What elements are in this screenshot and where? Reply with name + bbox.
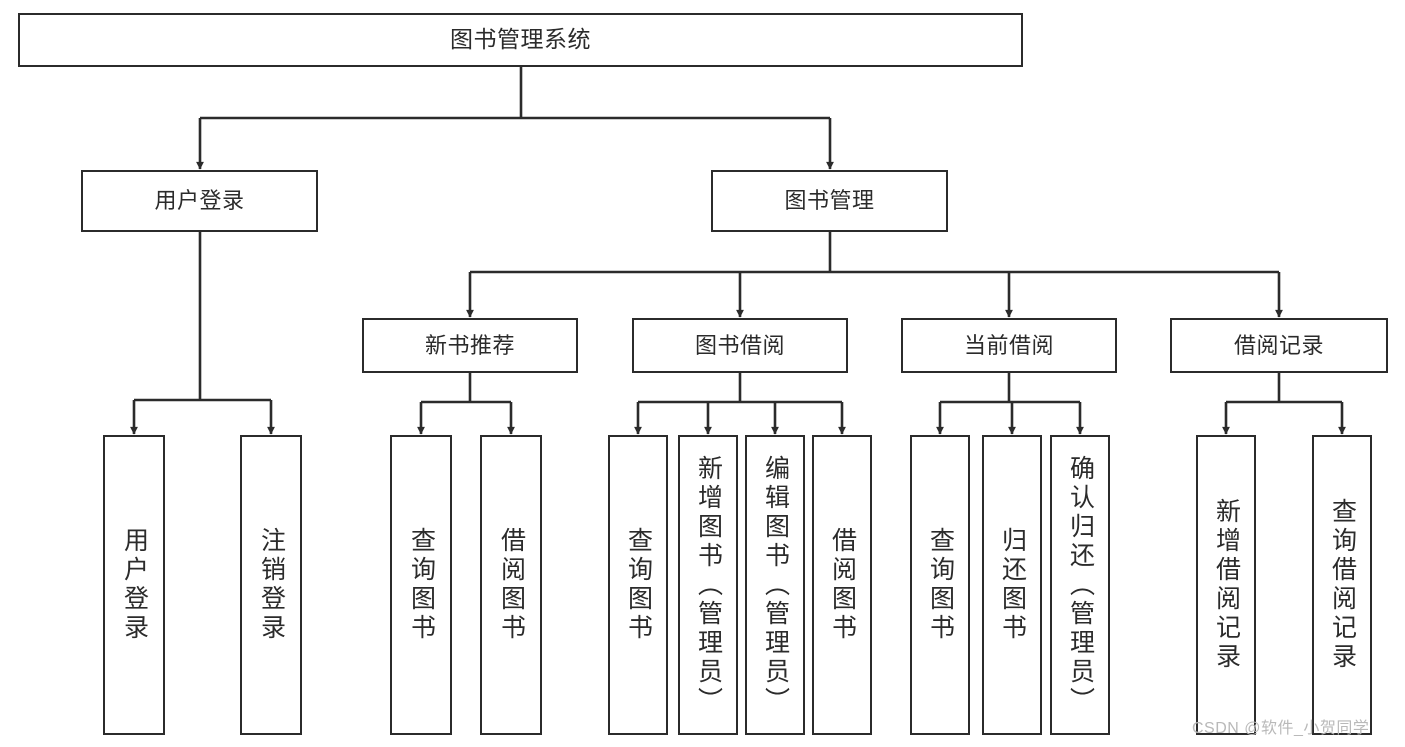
node-label: 注销登录 bbox=[257, 527, 286, 643]
watermark-text: CSDN @软件_小贺同学 bbox=[1192, 720, 1370, 737]
node-leaf-login-1[interactable]: 用户登录 bbox=[103, 435, 165, 735]
node-leaf-bor-1[interactable]: 查询图书 bbox=[608, 435, 668, 735]
node-label: 用户登录 bbox=[154, 188, 245, 214]
node-leaf-bor-2[interactable]: 新增图书（管理员） bbox=[678, 435, 738, 735]
node-label: 借阅记录 bbox=[1233, 332, 1324, 358]
node-login[interactable]: 用户登录 bbox=[81, 170, 318, 232]
node-label: 查询借阅记录 bbox=[1328, 498, 1357, 672]
node-label: 当前借阅 bbox=[963, 332, 1054, 358]
edge-group bbox=[130, 67, 1346, 435]
node-leaf-new-2[interactable]: 借阅图书 bbox=[480, 435, 542, 735]
node-label: 查询图书 bbox=[407, 527, 436, 643]
node-records[interactable]: 借阅记录 bbox=[1170, 318, 1388, 373]
node-label: 编辑图书（管理员） bbox=[761, 454, 790, 716]
node-label: 图书管理系统 bbox=[450, 26, 591, 53]
node-leaf-login-2[interactable]: 注销登录 bbox=[240, 435, 302, 735]
node-newbook[interactable]: 新书推荐 bbox=[362, 318, 578, 373]
node-leaf-bor-3[interactable]: 编辑图书（管理员） bbox=[745, 435, 805, 735]
node-label: 新增借阅记录 bbox=[1212, 498, 1241, 672]
node-label: 归还图书 bbox=[998, 527, 1027, 643]
node-label: 图书管理 bbox=[784, 188, 875, 214]
node-leaf-rec-2[interactable]: 查询借阅记录 bbox=[1312, 435, 1372, 735]
node-label: 查询图书 bbox=[926, 527, 955, 643]
node-label: 借阅图书 bbox=[828, 527, 857, 643]
node-label: 用户登录 bbox=[120, 527, 149, 643]
node-label: 新增图书（管理员） bbox=[694, 454, 723, 716]
node-leaf-new-1[interactable]: 查询图书 bbox=[390, 435, 452, 735]
node-label: 查询图书 bbox=[624, 527, 653, 643]
node-leaf-bor-4[interactable]: 借阅图书 bbox=[812, 435, 872, 735]
node-borrow[interactable]: 图书借阅 bbox=[632, 318, 848, 373]
node-label: 图书借阅 bbox=[694, 332, 785, 358]
node-leaf-rec-1[interactable]: 新增借阅记录 bbox=[1196, 435, 1256, 735]
node-current[interactable]: 当前借阅 bbox=[901, 318, 1117, 373]
node-leaf-cur-2[interactable]: 归还图书 bbox=[982, 435, 1042, 735]
node-bookmgmt[interactable]: 图书管理 bbox=[711, 170, 948, 232]
node-label: 借阅图书 bbox=[497, 527, 526, 643]
node-leaf-cur-3[interactable]: 确认归还（管理员） bbox=[1050, 435, 1110, 735]
node-label: 确认归还（管理员） bbox=[1066, 454, 1095, 716]
node-label: 新书推荐 bbox=[424, 332, 515, 358]
node-leaf-cur-1[interactable]: 查询图书 bbox=[910, 435, 970, 735]
node-root[interactable]: 图书管理系统 bbox=[18, 13, 1023, 67]
